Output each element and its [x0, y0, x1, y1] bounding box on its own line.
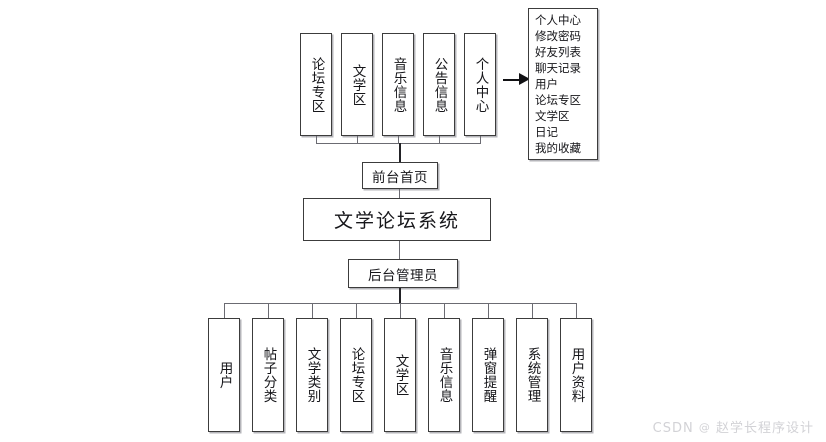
admin-module-box-4[interactable]: 文学区 [384, 318, 416, 432]
admin-module-label-6: 弹窗提醒 [480, 347, 497, 403]
admin-module-box-8[interactable]: 用户资料 [560, 318, 592, 432]
connector-admin-drop-0 [224, 303, 225, 318]
admin-label: 后台管理员 [368, 267, 438, 284]
connector-admin-drop-4 [400, 303, 401, 318]
profile-detail-panel: 个人中心 修改密码 好友列表 聊天记录 用户 论坛专区 文学区 日记 我的收藏 [528, 8, 598, 160]
frontend-module-box-4[interactable]: 个人中心 [464, 33, 496, 136]
profile-arrow-head-icon [519, 73, 530, 85]
profile-list-item: 用户 [535, 77, 558, 91]
profile-list-item: 修改密码 [535, 29, 581, 43]
watermark-author: 赵学长程序设计 [715, 421, 814, 436]
watermark-mark-icon: @ [698, 421, 711, 434]
system-title-label: 文学论坛系统 [333, 210, 460, 232]
connector-admin-drop-7 [532, 303, 533, 318]
admin-module-box-1[interactable]: 帖子分类 [252, 318, 284, 432]
connector-admin-stem [399, 288, 401, 304]
connector-frontend-to-system [399, 189, 400, 199]
connector-admin-drop-8 [576, 303, 577, 318]
profile-list-item: 我的收藏 [535, 141, 581, 155]
system-title-box[interactable]: 文学论坛系统 [303, 198, 491, 241]
connector-system-to-admin [399, 241, 400, 259]
frontend-module-label-0: 论坛专区 [308, 56, 325, 113]
watermark-brand: CSDN [652, 421, 694, 436]
frontend-module-label-2: 音乐信息 [390, 56, 407, 113]
profile-list-item: 日记 [535, 125, 558, 139]
profile-list-item: 好友列表 [535, 45, 581, 59]
profile-list-item: 文学区 [535, 109, 570, 123]
frontend-home-box[interactable]: 前台首页 [362, 162, 438, 189]
frontend-home-label: 前台首页 [372, 169, 428, 186]
connector-frontend-drop-3 [439, 136, 440, 144]
frontend-module-box-2[interactable]: 音乐信息 [382, 33, 414, 136]
admin-module-label-7: 系统管理 [524, 347, 541, 403]
admin-module-label-0: 用户 [216, 361, 233, 389]
profile-list-item: 个人中心 [535, 13, 581, 27]
admin-module-label-2: 文学类别 [304, 347, 321, 403]
admin-module-box-2[interactable]: 文学类别 [296, 318, 328, 432]
profile-list-item: 聊天记录 [535, 61, 581, 75]
admin-module-box-7[interactable]: 系统管理 [516, 318, 548, 432]
connector-frontend-drop-4 [480, 136, 481, 144]
connector-admin-drop-6 [488, 303, 489, 318]
admin-module-label-4: 文学区 [392, 354, 409, 396]
profile-arrow-shaft [503, 79, 521, 81]
admin-module-label-1: 帖子分类 [260, 347, 277, 403]
connector-frontend-drop-2 [398, 136, 399, 144]
frontend-module-label-4: 个人中心 [472, 56, 489, 113]
frontend-module-box-1[interactable]: 文学区 [341, 33, 373, 136]
connector-frontend-stem [399, 143, 401, 163]
profile-list-item: 论坛专区 [535, 93, 581, 107]
connector-frontend-drop-1 [357, 136, 358, 144]
admin-module-label-5: 音乐信息 [436, 347, 453, 403]
admin-module-box-5[interactable]: 音乐信息 [428, 318, 460, 432]
frontend-module-box-3[interactable]: 公告信息 [423, 33, 455, 136]
admin-module-box-3[interactable]: 论坛专区 [340, 318, 372, 432]
connector-frontend-bus [316, 143, 481, 144]
frontend-module-label-1: 文学区 [349, 63, 366, 106]
admin-module-box-6[interactable]: 弹窗提醒 [472, 318, 504, 432]
admin-module-label-8: 用户资料 [568, 347, 585, 403]
admin-box[interactable]: 后台管理员 [348, 259, 458, 288]
connector-admin-drop-3 [356, 303, 357, 318]
watermark: CSDN @ 赵学长程序设计 [653, 417, 814, 436]
connector-admin-drop-1 [268, 303, 269, 318]
admin-module-box-0[interactable]: 用户 [208, 318, 240, 432]
frontend-module-box-0[interactable]: 论坛专区 [300, 33, 332, 136]
connector-frontend-drop-0 [316, 136, 317, 144]
frontend-module-label-3: 公告信息 [431, 56, 448, 113]
admin-module-label-3: 论坛专区 [348, 347, 365, 403]
connector-admin-drop-2 [312, 303, 313, 318]
connector-admin-drop-5 [444, 303, 445, 318]
